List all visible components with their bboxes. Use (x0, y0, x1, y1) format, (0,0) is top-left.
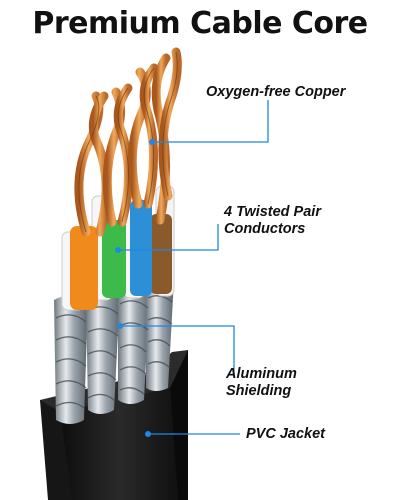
callout-copper-dot (149, 139, 155, 145)
callout-copper-label: Oxygen-free Copper (206, 84, 346, 100)
callout-copper (152, 100, 269, 143)
callout-jacket-dot (145, 431, 151, 437)
callout-shielding-line2: Shielding (226, 383, 292, 399)
callout-twisted-line2: Conductors (224, 221, 306, 237)
callout-shielding-line1: Aluminum (226, 366, 297, 382)
twisted-pair-conductors (61, 185, 175, 311)
callout-twisted-dot (115, 247, 121, 253)
page-title: Premium Cable Core (32, 6, 368, 41)
callout-twisted-label: 4 Twisted Pair Conductors (224, 204, 321, 238)
callout-twisted-line1: 4 Twisted Pair (224, 204, 321, 220)
callout-twisted (118, 224, 219, 251)
callout-shielding-dot (117, 323, 123, 329)
callout-shielding (120, 325, 235, 376)
aluminum-shielding (54, 276, 174, 424)
callout-shielding-label: Aluminum Shielding (226, 366, 297, 400)
callout-jacket-label: PVC Jacket (246, 426, 325, 442)
